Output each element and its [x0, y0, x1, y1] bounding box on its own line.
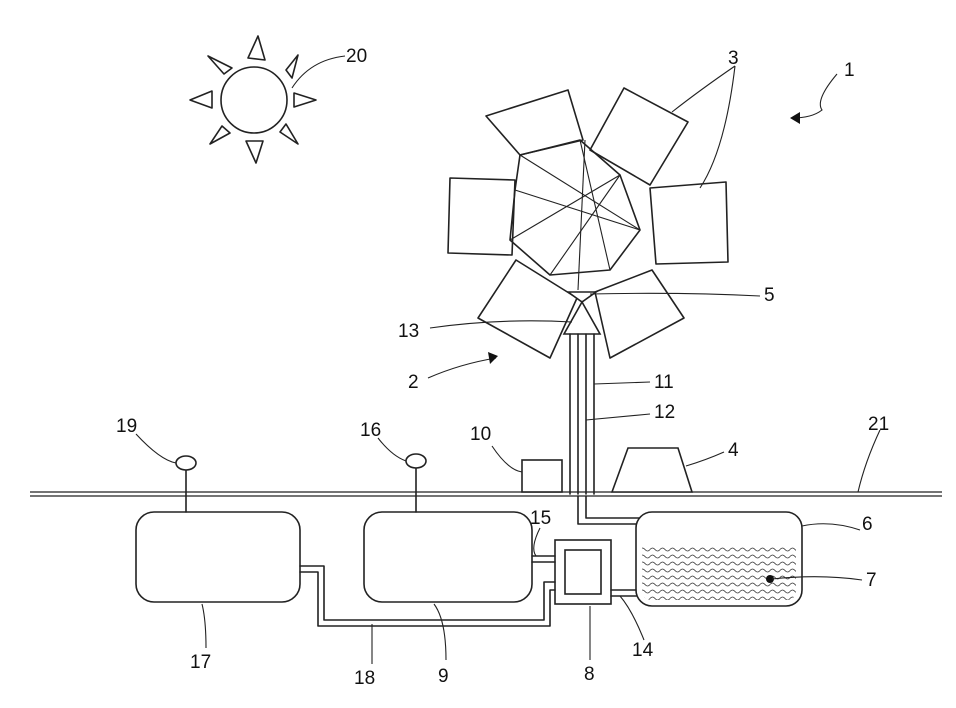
- hub-outline: [510, 140, 640, 275]
- panel-flower: [448, 88, 728, 358]
- leader-3b: [700, 66, 735, 188]
- unit-ten-box: [522, 460, 562, 492]
- label-18: 18: [354, 668, 375, 689]
- storage-two: [136, 512, 300, 602]
- underground: [136, 454, 802, 626]
- vent-two: [176, 456, 196, 470]
- panel-top-right: [590, 88, 688, 185]
- label-14: 14: [632, 640, 654, 661]
- panel-bottom-right: [595, 270, 684, 358]
- label-16: 16: [360, 420, 381, 441]
- label-8: 8: [584, 664, 595, 685]
- leader-6: [802, 524, 860, 530]
- leader-10: [492, 446, 522, 472]
- label-19: 19: [116, 416, 137, 437]
- sun: [190, 36, 316, 163]
- label-15: 15: [530, 508, 551, 529]
- label-17: 17: [190, 652, 211, 673]
- leader-11: [594, 382, 650, 384]
- panel-left: [448, 178, 515, 255]
- label-21: 21: [868, 414, 889, 435]
- leader-15: [534, 528, 540, 556]
- leader-21: [858, 430, 880, 492]
- leader-9: [434, 604, 446, 660]
- sun-rays: [190, 36, 316, 163]
- label-13: 13: [398, 321, 419, 342]
- label-5: 5: [764, 285, 775, 306]
- leader-20: [292, 56, 345, 88]
- riser-pipes: [570, 334, 594, 494]
- arrow-1: [790, 112, 800, 124]
- label-12: 12: [654, 402, 675, 423]
- leader-16: [378, 438, 406, 461]
- arrow-2: [488, 352, 498, 364]
- leader-19: [136, 434, 176, 463]
- return-pipe: [578, 496, 640, 524]
- panel-right: [650, 182, 728, 264]
- storage-one: [364, 512, 532, 602]
- leader-12: [586, 414, 650, 420]
- leader-1: [792, 74, 837, 118]
- feed-pipe: [586, 496, 640, 518]
- receiver: [564, 302, 600, 334]
- label-9: 9: [438, 666, 449, 687]
- label-1: 1: [844, 60, 855, 81]
- label-4: 4: [728, 440, 739, 461]
- leader-4: [686, 452, 724, 466]
- leader-5: [590, 293, 760, 296]
- label-3: 3: [728, 48, 739, 69]
- exchanger-inner: [565, 550, 601, 594]
- label-20: 20: [346, 46, 367, 67]
- label-11: 11: [654, 372, 674, 393]
- leader-13: [430, 321, 572, 328]
- leader-14: [620, 596, 644, 640]
- leader-3a: [672, 66, 735, 112]
- label-6: 6: [862, 514, 873, 535]
- panel-top-left: [486, 90, 583, 155]
- leader-17: [202, 604, 206, 648]
- housing: [612, 448, 692, 492]
- liquid: [642, 546, 796, 600]
- ground-line: [30, 492, 942, 496]
- label-10: 10: [470, 424, 491, 445]
- label-2: 2: [408, 372, 419, 393]
- vent-one: [406, 454, 426, 468]
- sun-disc: [221, 67, 287, 133]
- label-7: 7: [866, 570, 877, 591]
- leader-2: [428, 358, 496, 378]
